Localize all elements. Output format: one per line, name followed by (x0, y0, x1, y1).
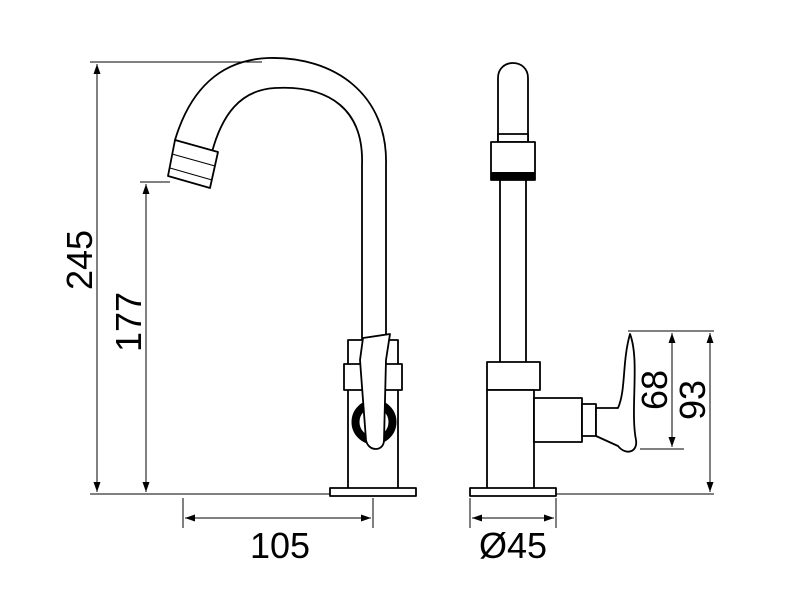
dimension-labels: 245 177 105 Ø45 68 93 (59, 230, 713, 566)
label-d45: Ø45 (479, 525, 547, 566)
aerator (167, 139, 219, 189)
spout-tube (174, 57, 387, 341)
spout-upper (497, 62, 529, 143)
valve-stem (533, 397, 583, 443)
label-93: 93 (672, 380, 713, 420)
side-handle (595, 333, 638, 453)
side-base-plate (469, 487, 557, 497)
side-collar (486, 361, 541, 391)
label-68: 68 (634, 370, 675, 410)
dimension-lines (90, 61, 714, 528)
side-body (486, 389, 535, 491)
label-177: 177 (108, 292, 149, 352)
side-tube (499, 179, 527, 365)
base-plate (329, 487, 417, 497)
label-245: 245 (59, 230, 100, 290)
side-view (469, 62, 638, 497)
lever-handle (359, 333, 391, 450)
label-105: 105 (250, 525, 310, 566)
front-view (167, 57, 417, 497)
